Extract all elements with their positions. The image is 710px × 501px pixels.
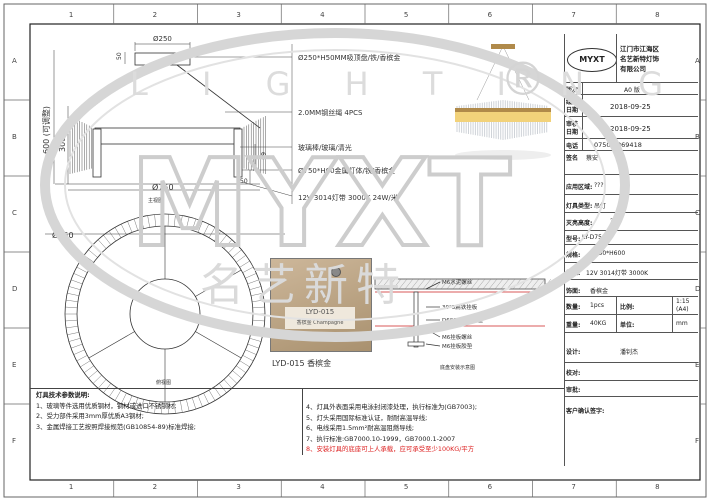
notes-box: [30, 388, 564, 455]
audit-date: 2018-09-25: [610, 125, 651, 133]
callout-5: 12V 3014灯带 3000K 24W/米: [298, 193, 398, 202]
sign-value: 蔡安: [586, 155, 599, 162]
notes-title: 灯具技术参数说明:: [36, 391, 90, 399]
install-label-3: D600*40吸顶盘: [442, 316, 483, 324]
finish-sample-plaque: LYD-015 香槟金 Champagne: [285, 307, 355, 329]
front-view-caption: 主视图: [148, 197, 163, 204]
row-label: C: [695, 209, 700, 217]
column-label: 7: [571, 483, 576, 491]
install-label-5: M6挂板胶垫: [442, 342, 473, 350]
light-value: 12V 3014灯带 3000K: [586, 270, 649, 277]
row-label: D: [12, 285, 18, 293]
row-label: E: [695, 361, 700, 369]
dim-bottom-50: 50: [240, 178, 248, 185]
install-label-4: M6挂板螺丝: [442, 333, 473, 341]
dim-60: 60: [259, 152, 266, 160]
column-label: 3: [236, 11, 241, 19]
model-value: LY-D750: [582, 234, 606, 241]
space-value: ???: [610, 218, 620, 225]
callout-1: Ø250*H50MM吸顶盘/铁/香槟金: [298, 53, 400, 62]
company-logo: MYXT: [567, 48, 617, 72]
row-label: C: [12, 209, 17, 217]
column-label: 1: [68, 483, 74, 491]
product-photo: [447, 40, 559, 160]
place-value: ???: [594, 182, 604, 189]
row-label: E: [12, 361, 17, 369]
install-label-2: 30*3扁铁挂板: [442, 303, 478, 311]
version-value: A0 版: [624, 87, 640, 94]
row-label: F: [12, 437, 17, 445]
finish-sample-screw-icon: [331, 267, 341, 277]
callout-2: 2.0MM钢丝绳 4PCS: [298, 108, 363, 117]
title-block: MYXT 江门市江海区 名艺新特灯饰 有限公司 版次 A0 版 绘图 日期 20…: [564, 34, 698, 466]
column-label: 2: [152, 11, 158, 19]
finish-sample-caption: LYD-015 香槟金: [272, 359, 332, 368]
ratio-sub: (A4): [676, 306, 689, 313]
column-label: 5: [403, 11, 409, 19]
column-label: 2: [152, 483, 158, 491]
column-label: 5: [403, 483, 409, 491]
plan-dia: Ø750: [52, 230, 74, 240]
column-label: 1: [68, 11, 74, 19]
row-label: F: [695, 437, 700, 445]
notes-right: 4、灯具外表面采用电泳封闭漆处理，执行标准为(GB7003); 5、灯头采用国际…: [306, 403, 478, 453]
dim-top-dia: Ø250: [153, 35, 172, 43]
unit-value: mm: [676, 320, 688, 327]
notes-left: 灯具技术参数说明: 1、玻璃等件选用优质钢材，钢材或进口不锈钢材; 2、受力部件…: [36, 391, 196, 431]
plan-view-caption: 俯视图: [156, 379, 171, 386]
column-label: 6: [487, 11, 493, 19]
weight-value: 40KG: [590, 320, 607, 327]
designer-value: 潘钊杰: [620, 349, 639, 356]
column-label: 7: [571, 11, 576, 19]
column-label: 8: [655, 483, 660, 491]
column-label: 3: [236, 483, 241, 491]
dim-top-50: 50: [116, 52, 123, 60]
row-label: A: [12, 57, 17, 65]
callout-4: Ø750*H60金属灯体/铁/香槟金: [298, 166, 395, 175]
qty-value: 1pcs: [590, 302, 605, 309]
install-label-1: M6水泥螺丝: [442, 278, 473, 286]
row-label: A: [695, 57, 700, 65]
finish-sample: LYD-015 香槟金 Champagne: [270, 258, 372, 352]
draw-date: 2018-09-25: [610, 103, 651, 111]
column-label: 4: [320, 483, 325, 491]
column-label: 6: [487, 483, 493, 491]
size-value: Ø750*H600: [590, 250, 626, 257]
row-label: B: [695, 133, 700, 141]
dim-300: 300: [58, 137, 67, 152]
install-caption: 底盘安装示意图: [440, 364, 475, 371]
finish-value: 香槟金: [590, 288, 609, 295]
row-label: B: [12, 133, 17, 141]
column-label: 4: [320, 11, 325, 19]
type-value: 吊灯: [594, 203, 607, 210]
callout-3: 玻璃棒/玻璃/清光: [298, 143, 352, 152]
dim-600: 600 (可调整): [41, 106, 51, 154]
company-name: 江门市江海区 名艺新特灯饰 有限公司: [620, 45, 659, 73]
dim-bottom-dia: Ø750: [152, 182, 174, 192]
column-label: 8: [655, 11, 660, 19]
phone-value: 0750-3869418: [594, 141, 642, 149]
row-label: D: [695, 285, 701, 293]
front-view: [53, 42, 266, 191]
ratio-value: 1:15: [676, 298, 690, 305]
